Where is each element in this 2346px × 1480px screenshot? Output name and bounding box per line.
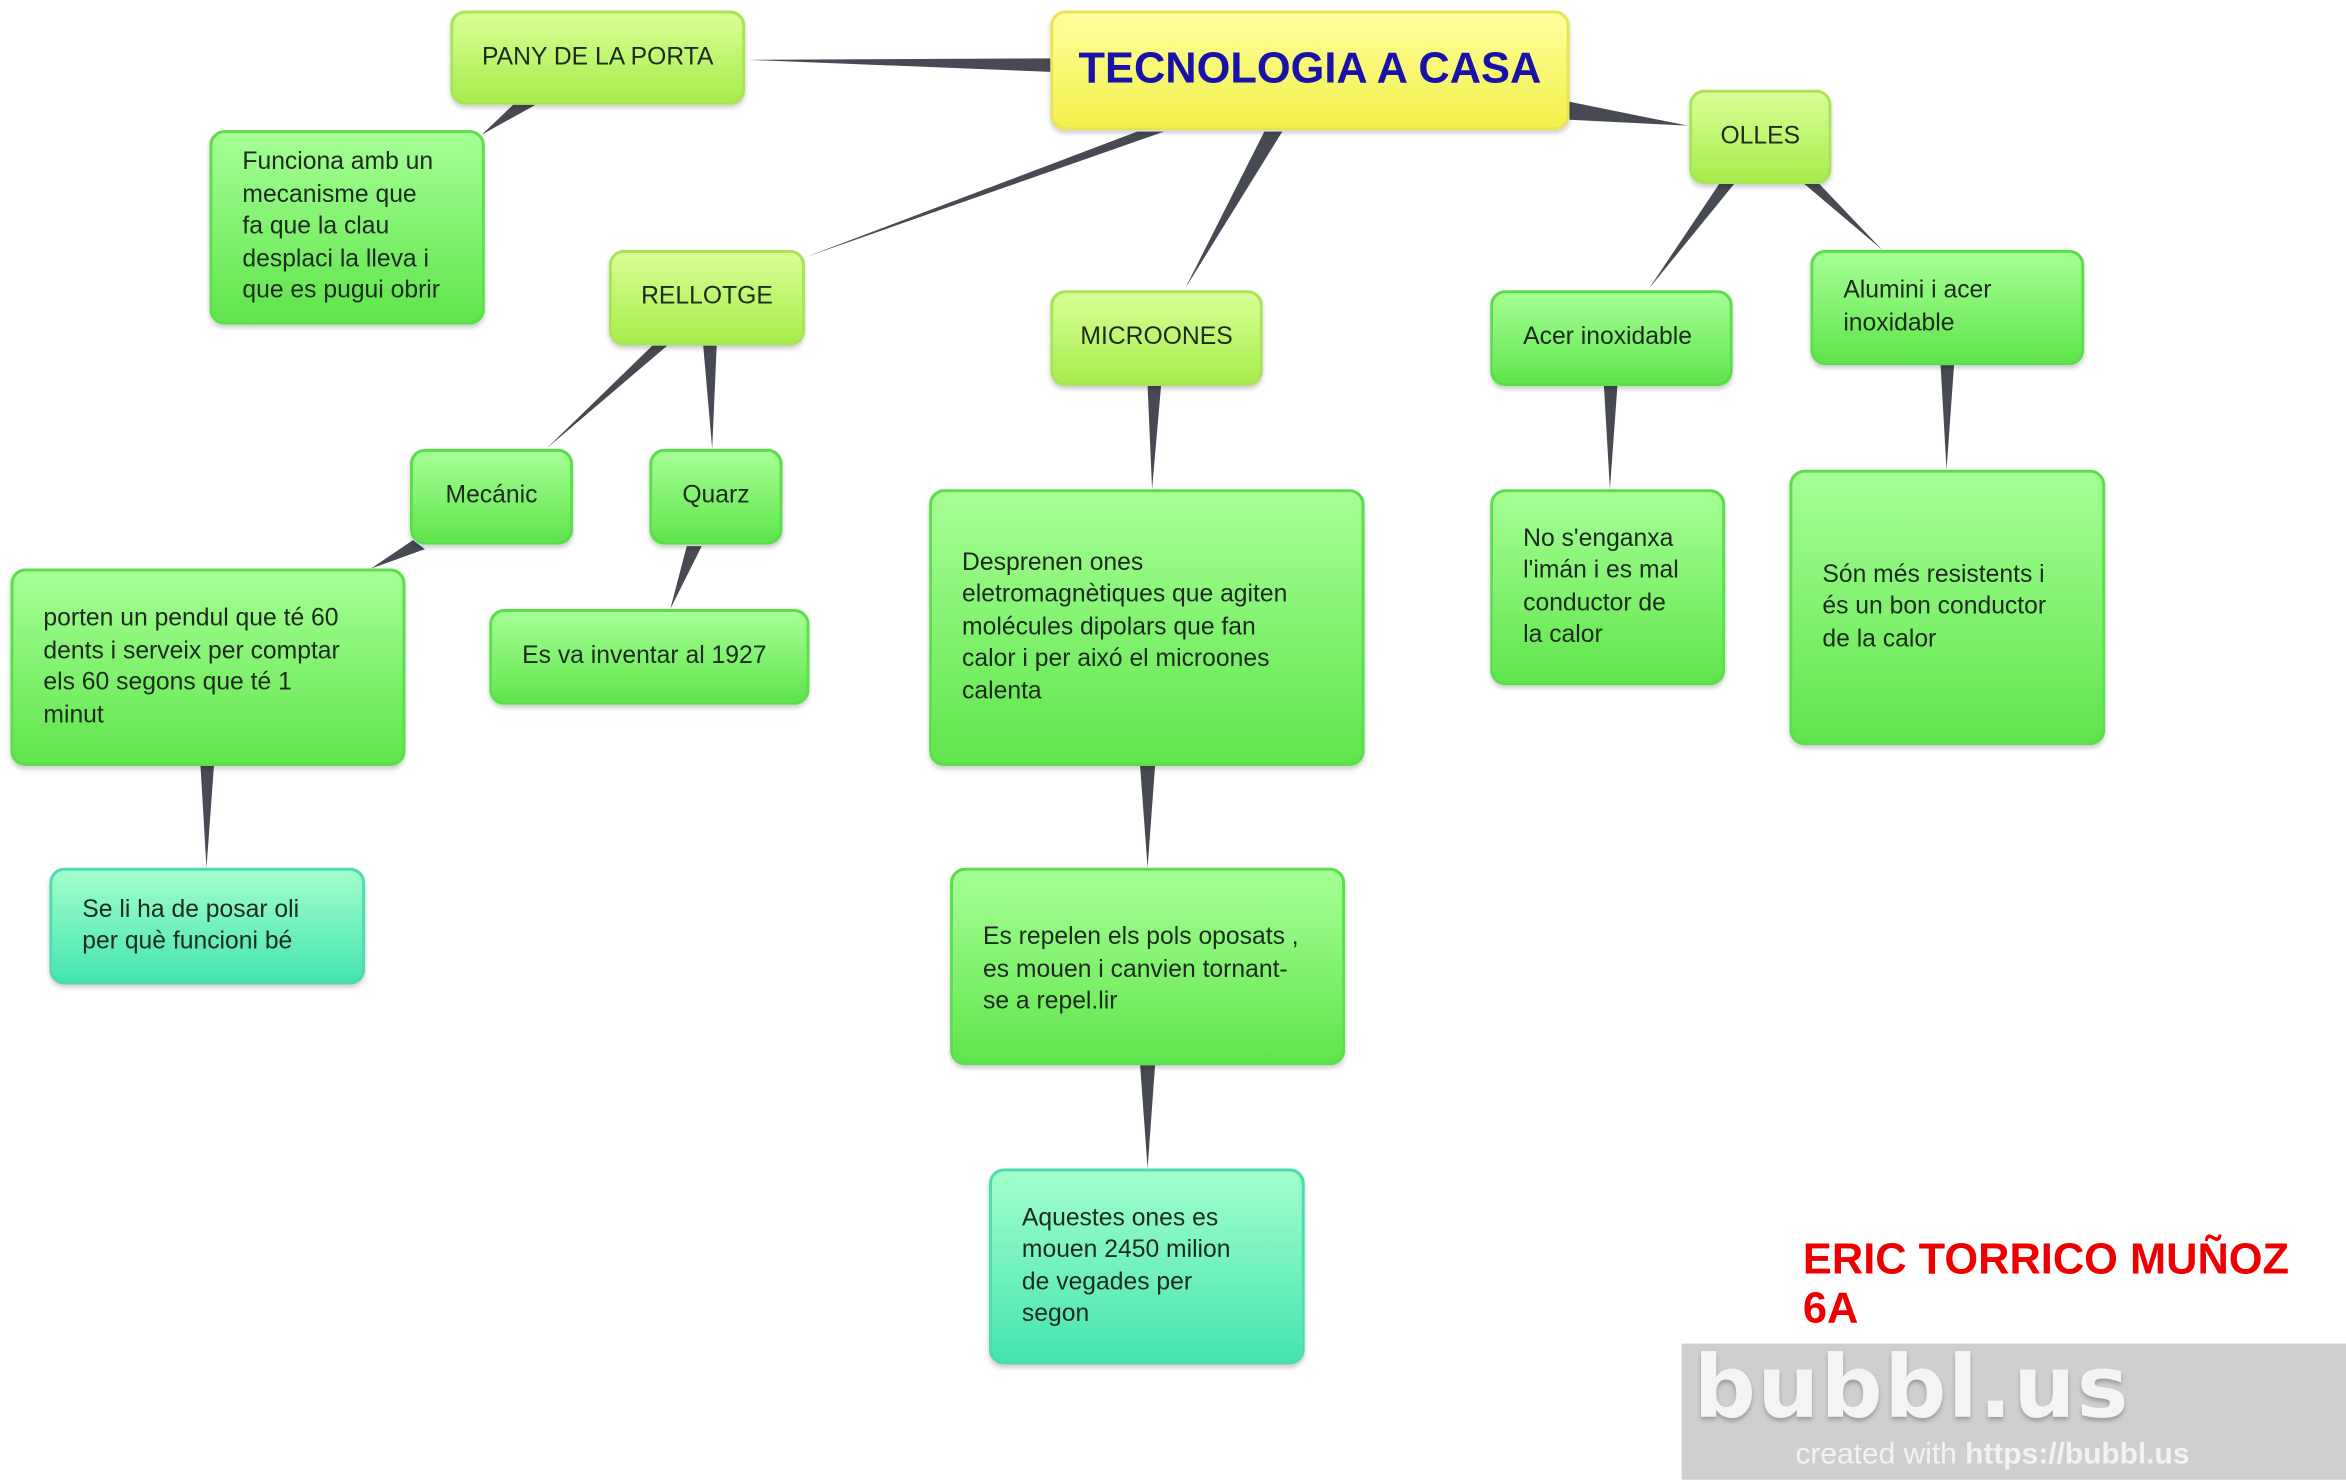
connector-acer-noseng <box>1603 386 1618 490</box>
node-text: Alumini i acer inoxidable <box>1843 276 1992 336</box>
node-son-mes-resistents[interactable]: Són més resistents i és un bon conductor… <box>1789 469 2106 746</box>
node-olles[interactable]: OLLES <box>1689 89 1832 185</box>
connector-repelen-aquestes <box>1140 1065 1156 1169</box>
connector-title-microones <box>1184 131 1283 289</box>
connector-desprenen-repelen <box>1140 766 1156 868</box>
node-text: Quarz <box>682 482 750 510</box>
node-quarz[interactable]: Quarz <box>649 448 783 545</box>
connector-title-rellotge <box>804 131 1165 258</box>
node-text: Desprenen ones eletromagnètiques que agi… <box>962 548 1288 705</box>
author-label: ERIC TORRICO MUÑOZ 6A <box>1802 1235 2290 1334</box>
connector-quarz-esva <box>670 546 702 609</box>
connector-olles-alumini <box>1804 184 1883 250</box>
connector-title-pany <box>748 58 1051 72</box>
node-text: Mecánic <box>445 482 538 510</box>
connector-olles-acer <box>1648 184 1735 289</box>
connector-title-olles <box>1569 101 1688 126</box>
node-no-senganxa[interactable]: No s'enganxa l'imán i es mal conductor d… <box>1490 489 1726 686</box>
node-text: Se li ha de posar oli per què funcioni b… <box>82 895 300 955</box>
node-text: Funciona amb un mecanisme que fa que la … <box>242 148 441 305</box>
node-text: PANY DE LA PORTA <box>482 43 714 70</box>
connector-pany-funciona <box>481 104 536 135</box>
node-text: Aquestes ones es mouen 2450 milion de ve… <box>1021 1203 1231 1328</box>
node-text: Es va inventar al 1927 <box>522 642 767 670</box>
bubblus-logo: bubbl.us <box>1693 1336 2130 1438</box>
node-text: RELLOTGE <box>641 283 773 311</box>
connector-rellotge-quarz <box>703 345 717 449</box>
connector-rellotge-mecanic <box>546 345 668 449</box>
bubblus-watermark: bubbl.us created with https://bubbl.us <box>1681 1336 2346 1480</box>
node-pany-de-la-porta[interactable]: PANY DE LA PORTA <box>450 10 746 105</box>
node-text: porten un pendul que té 60 dents i serve… <box>43 604 340 728</box>
node-text: Es repelen els pols oposats , es mouen i… <box>983 923 1299 1015</box>
node-es-va-inventar[interactable]: Es va inventar al 1927 <box>489 608 810 705</box>
node-alumini[interactable]: Alumini i acer inoxidable <box>1810 249 2085 366</box>
node-porten[interactable]: porten un pendul que té 60 dents i serve… <box>10 568 406 767</box>
node-aquestes-ones[interactable]: Aquestes ones es mouen 2450 milion de ve… <box>988 1168 1305 1365</box>
created-with-text: created with <box>1795 1437 1966 1471</box>
connector-mecanic-porten <box>371 540 425 569</box>
node-mecanic[interactable]: Mecánic <box>409 448 574 545</box>
connector-porten-seli <box>200 766 214 868</box>
node-es-repelen[interactable]: Es repelen els pols oposats , es mouen i… <box>950 867 1346 1066</box>
central-node-title[interactable]: TECNOLOGIA A CASA <box>1050 10 1570 131</box>
node-acer-inoxidable[interactable]: Acer inoxidable <box>1490 290 1733 387</box>
node-microones[interactable]: MICROONES <box>1050 290 1263 387</box>
watermark-caption: created with https://bubbl.us <box>1795 1436 2189 1472</box>
node-text: No s'enganxa l'imán i es mal conductor d… <box>1523 524 1679 648</box>
node-text: MICROONES <box>1080 323 1233 351</box>
node-text: Són més resistents i és un bon conductor… <box>1822 560 2047 652</box>
node-rellotge[interactable]: RELLOTGE <box>608 249 805 346</box>
watermark-url[interactable]: https://bubbl.us <box>1965 1437 2190 1471</box>
node-text: Acer inoxidable <box>1523 323 1692 351</box>
node-se-li-ha[interactable]: Se li ha de posar oli per què funcioni b… <box>49 867 366 985</box>
connector-microones-desprenen <box>1147 386 1162 490</box>
node-text: OLLES <box>1720 122 1801 150</box>
title-text: TECNOLOGIA A CASA <box>1078 45 1542 94</box>
node-funciona[interactable]: Funciona amb un mecanisme que fa que la … <box>209 130 485 325</box>
node-desprenen[interactable]: Desprenen ones eletromagnètiques que agi… <box>929 489 1365 767</box>
connector-alumini-son <box>1940 365 1955 470</box>
